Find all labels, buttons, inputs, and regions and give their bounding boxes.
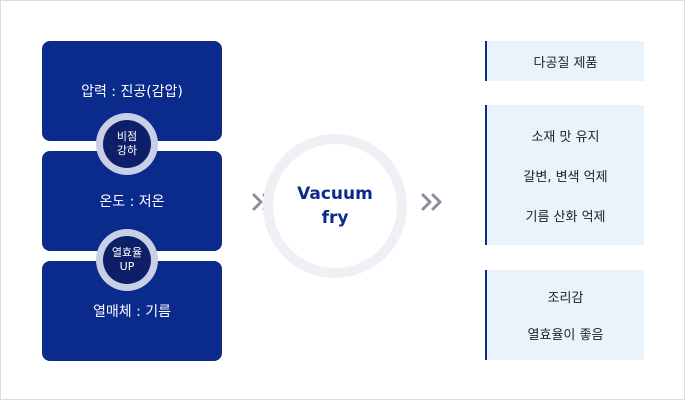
result-item: 갈변, 변색 억제 [523,169,608,185]
badge-boiling-point-line2: 강하 [116,144,138,157]
result-item: 조리감 [547,291,584,306]
result-item: 열효율이 좋음 [527,328,604,343]
badge-boiling-point-line1: 비점 [116,130,138,143]
center-label-line2: fry [321,208,349,228]
badge-boiling-point-inner: 비점 강하 [103,120,151,168]
center-circle: Vacuum fry [263,134,407,278]
badge-heat-efficiency: 열효율 UP [96,229,158,291]
result-item: 다공질 제품 [533,55,598,71]
condition-medium-label: 열매체 : 기름 [92,304,172,320]
badge-heat-efficiency-inner: 열효율 UP [103,236,151,284]
center-circle-inner: Vacuum fry [273,144,397,268]
result-box-quality: 소재 맛 유지 갈변, 변색 억제 기름 산화 억제 [485,105,644,245]
condition-temperature-label: 온도 : 저온 [99,194,165,210]
badge-heat-efficiency-line1: 열효율 [111,246,143,259]
result-box-texture: 다공질 제품 [485,41,644,81]
condition-pressure-label: 압력 : 진공(감압) [81,84,183,100]
result-box-cooking: 조리감 열효율이 좋음 [485,270,644,360]
badge-boiling-point: 비점 강하 [96,113,158,175]
result-item: 기름 산화 억제 [525,209,606,225]
badge-heat-efficiency-line2: UP [119,260,135,273]
double-chevron-right-icon [421,193,442,211]
center-label-line1: Vacuum [297,184,373,204]
result-item: 소재 맛 유지 [531,129,600,145]
condition-medium: 열매체 : 기름 [42,261,222,361]
